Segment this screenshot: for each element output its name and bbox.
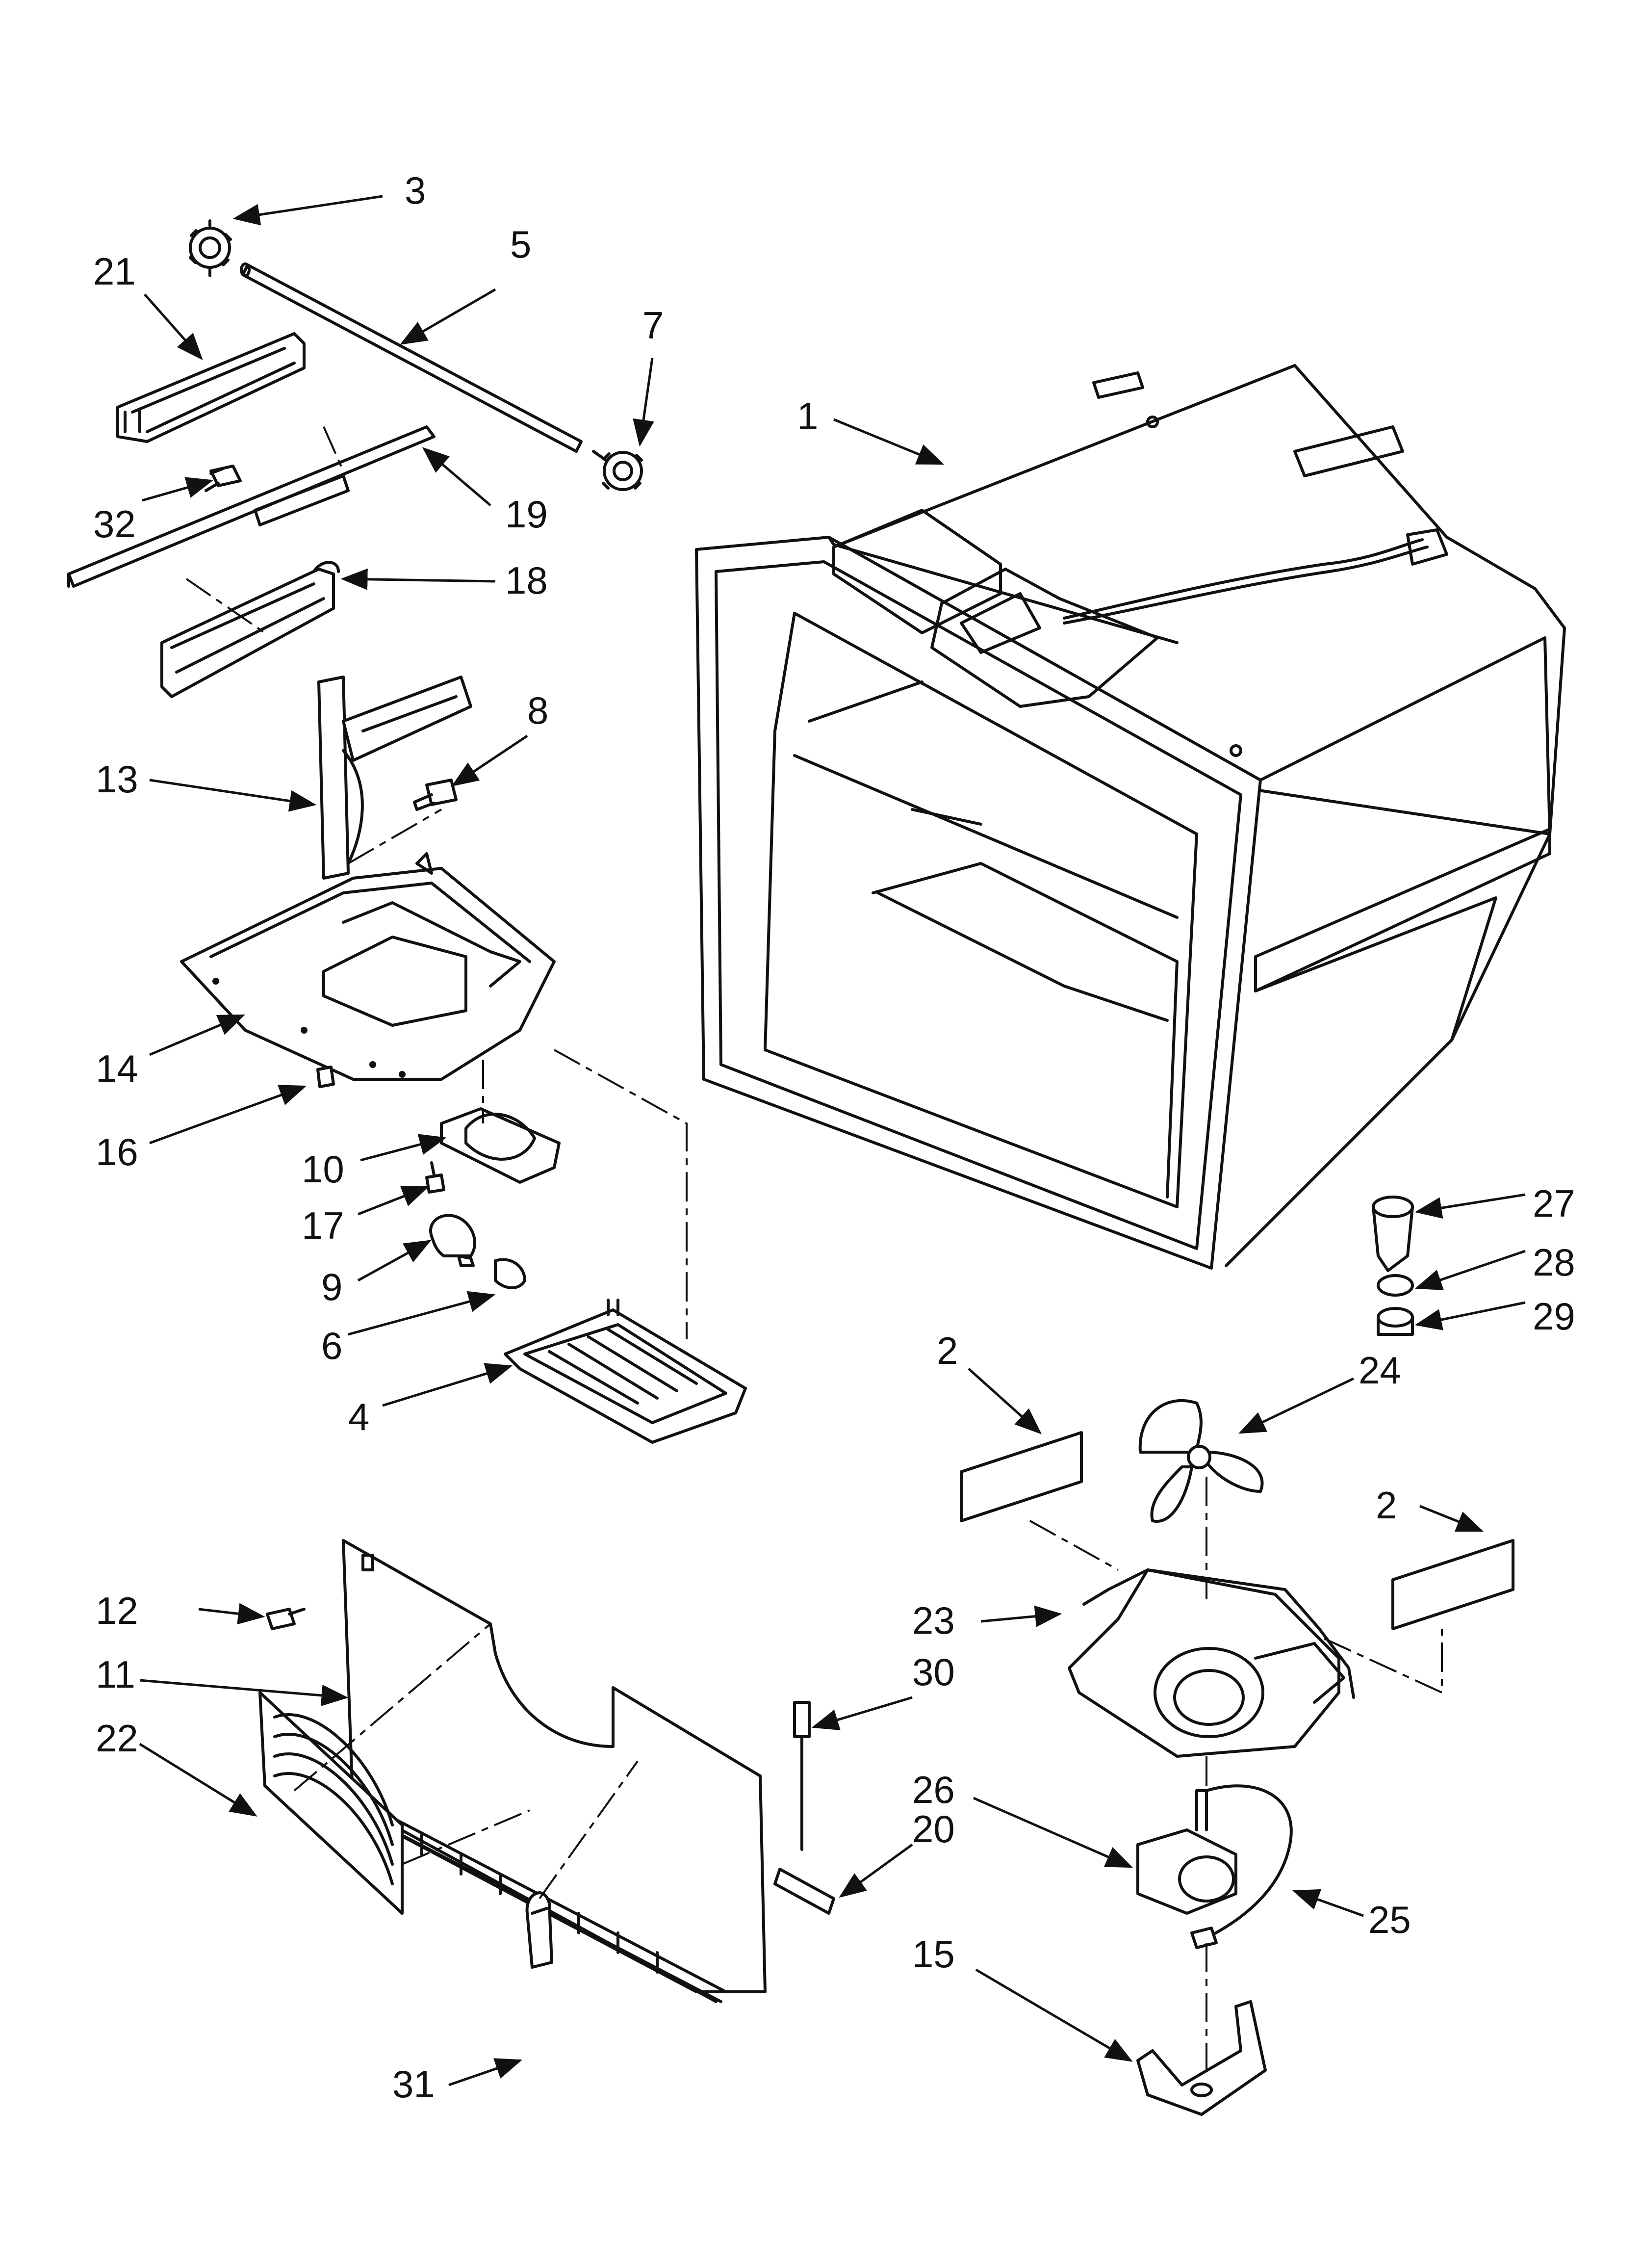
- callout-31: 31: [392, 2062, 435, 2106]
- callout-8: 8: [527, 689, 548, 732]
- part-9-light-bulb: [429, 1214, 477, 1267]
- part-15-motor-bracket: [1136, 2000, 1267, 2116]
- callout-22: 22: [96, 1717, 138, 1760]
- callout-11: 11: [96, 1653, 135, 1696]
- callout-17: 17: [302, 1204, 344, 1247]
- callout-20: 20: [912, 1807, 955, 1851]
- part-23-fan-housing: [1068, 1568, 1355, 1758]
- part-5-rod: [240, 262, 583, 453]
- part-32-screw: [205, 465, 242, 492]
- part-20-foam-strip: [773, 1868, 835, 1915]
- callout-5: 5: [510, 223, 531, 266]
- part-29-plug: [1377, 1307, 1414, 1336]
- part-3-gear: [189, 219, 232, 277]
- callout-7: 7: [642, 304, 664, 347]
- assembly-lines: [185, 426, 1443, 2075]
- part-8-screw: [413, 779, 458, 811]
- part-30-thermistor: [793, 1701, 811, 1851]
- part-13-bracket: [317, 676, 472, 880]
- part-27-drain-cup: [1372, 1196, 1414, 1272]
- part-6-socket: [494, 1258, 526, 1289]
- callout-2-right: 2: [1376, 1484, 1397, 1527]
- part-22-grille: [258, 1691, 404, 1915]
- callout-10: 10: [302, 1147, 344, 1191]
- callout-32: 32: [93, 502, 136, 546]
- part-19-slide-rail: [67, 425, 436, 588]
- part-31-clip: [525, 1891, 553, 1969]
- part-4-tray: [504, 1299, 747, 1444]
- callout-2-left: 2: [937, 1329, 958, 1372]
- callout-23: 23: [912, 1599, 955, 1642]
- callout-30: 30: [912, 1650, 955, 1694]
- part-2-insulation-pad-right: [1391, 1539, 1514, 1630]
- callout-labels: 3 5 7 21 32 19 18 13 8 14 16 10 17 9 6 4…: [93, 169, 1575, 2106]
- callout-1: 1: [797, 394, 818, 438]
- callout-12: 12: [96, 1589, 138, 1632]
- callout-4: 4: [348, 1395, 369, 1438]
- callout-3: 3: [405, 169, 426, 212]
- part-21-slide-bracket: [116, 332, 306, 443]
- part-28-gasket: [1377, 1274, 1414, 1297]
- part-25-wire-harness: [1190, 1784, 1293, 1949]
- callout-25: 25: [1368, 1898, 1411, 1941]
- callout-15: 15: [912, 1932, 955, 1976]
- callout-27: 27: [1533, 1182, 1575, 1225]
- callout-21: 21: [93, 250, 136, 293]
- part-26-fan-motor: [1136, 1789, 1237, 1915]
- callout-14: 14: [96, 1047, 138, 1090]
- callout-18: 18: [505, 559, 548, 602]
- part-18-drawer-slide: [160, 561, 340, 698]
- callout-6: 6: [321, 1324, 342, 1367]
- part-14-housing: [180, 852, 556, 1081]
- part-24-fan-blade: [1138, 1399, 1264, 1523]
- callout-16: 16: [96, 1130, 138, 1173]
- callout-24: 24: [1359, 1349, 1401, 1392]
- callout-26: 26: [912, 1768, 955, 1811]
- part-1-freezer-liner: [695, 364, 1566, 1270]
- callout-13: 13: [96, 757, 138, 801]
- part-7-gear: [592, 450, 643, 491]
- part-16-clip: [316, 1066, 335, 1088]
- part-11-rear-panel: [342, 1539, 767, 2003]
- callout-28: 28: [1533, 1241, 1575, 1284]
- part-10-cover: [440, 1107, 561, 1184]
- part-17-screw: [425, 1161, 445, 1194]
- callout-9: 9: [321, 1265, 342, 1308]
- leader-lines: [139, 195, 1526, 2086]
- part-12-screw: [266, 1608, 306, 1630]
- part-2-insulation-pad-left: [960, 1431, 1083, 1522]
- callout-19: 19: [505, 493, 548, 536]
- callout-29: 29: [1533, 1295, 1575, 1338]
